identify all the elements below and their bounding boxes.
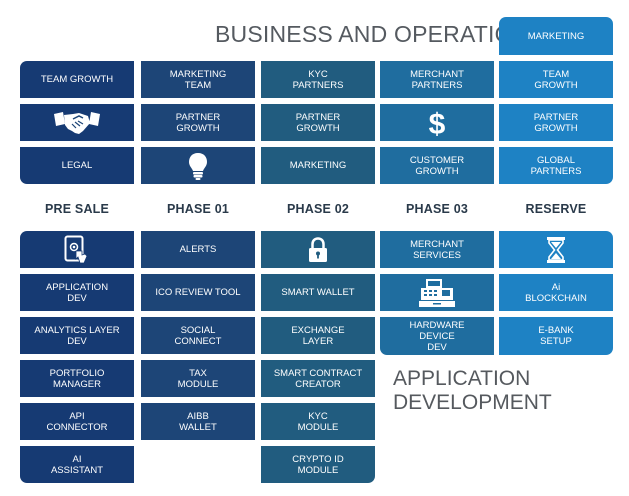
tile-handshake bbox=[20, 104, 134, 141]
lock-icon bbox=[309, 236, 327, 262]
tablet-touch-icon bbox=[64, 235, 88, 263]
tile-smart-wallet: SMART WALLET bbox=[261, 274, 375, 311]
cash-register-icon bbox=[419, 278, 455, 307]
tile-lightbulb bbox=[141, 147, 255, 184]
tile-hardware-device-dev: HARDWARE DEVICE DEV bbox=[380, 317, 494, 355]
tile-smart-contract-creator: SMART CONTRACT CREATOR bbox=[261, 360, 375, 397]
tile-exchange-layer: EXCHANGE LAYER bbox=[261, 317, 375, 354]
phase-pre-sale: PRE SALE bbox=[44, 202, 110, 216]
phase-01: PHASE 01 bbox=[166, 202, 230, 216]
tile-ico-review-tool: ICO REVIEW TOOL bbox=[141, 274, 255, 311]
tile-application-dev: APPLICATION DEV bbox=[20, 274, 134, 311]
application-development-label: APPLICATION DEVELOPMENT bbox=[393, 367, 552, 414]
section-title: BUSINESS AND OPERATIONS bbox=[215, 21, 546, 47]
tile-tablet bbox=[20, 231, 134, 268]
tile-merchant-partners: MERCHANT PARTNERS bbox=[380, 61, 494, 98]
tile-partner-growth-2: PARTNER GROWTH bbox=[261, 104, 375, 141]
phase-03: PHASE 03 bbox=[405, 202, 469, 216]
tile-marketing-team: MARKETING TEAM bbox=[141, 61, 255, 98]
phase-reserve: RESERVE bbox=[525, 202, 587, 216]
tile-analytics-layer-dev: ANALYTICS LAYER DEV bbox=[20, 317, 134, 354]
tile-api-connector: API CONNECTOR bbox=[20, 403, 134, 440]
tile-team-growth-2: TEAM GROWTH bbox=[499, 61, 613, 98]
dollar-icon: $ bbox=[429, 108, 446, 138]
tile-marketing: MARKETING bbox=[261, 147, 375, 184]
tile-crypto-id-module: CRYPTO ID MODULE bbox=[261, 446, 375, 483]
tile-legal: LEGAL bbox=[20, 147, 134, 184]
tile-kyc-partners: KYC PARTNERS bbox=[261, 61, 375, 98]
handshake-icon bbox=[54, 111, 100, 134]
hourglass-icon bbox=[547, 236, 565, 263]
tile-merchant-services: MERCHANT SERVICES bbox=[380, 231, 494, 268]
tile-partner-growth: PARTNER GROWTH bbox=[141, 104, 255, 141]
tile-alerts: ALERTS bbox=[141, 231, 255, 268]
tile-global-partners: GLOBAL PARTNERS bbox=[499, 147, 613, 184]
marketing-tag: MARKETING bbox=[499, 17, 613, 55]
tile-hourglass bbox=[499, 231, 613, 268]
tile-partner-growth-3: PARTNER GROWTH bbox=[499, 104, 613, 141]
tile-ai-blockchain: Ai BLOCKCHAIN bbox=[499, 274, 613, 311]
tile-social-connect: SOCIAL CONNECT bbox=[141, 317, 255, 354]
tile-kyc-module: KYC MODULE bbox=[261, 403, 375, 440]
tile-cash-register bbox=[380, 274, 494, 311]
tile-lock bbox=[261, 231, 375, 268]
tile-dollar: $ bbox=[380, 104, 494, 141]
tile-e-bank-setup: E-BANK SETUP bbox=[499, 317, 613, 355]
tile-aibb-wallet: AIBB WALLET bbox=[141, 403, 255, 440]
svg-text:$: $ bbox=[429, 108, 446, 138]
tile-ai-assistant: AI ASSISTANT bbox=[20, 446, 134, 483]
tile-tax-module: TAX MODULE bbox=[141, 360, 255, 397]
tile-team-growth: TEAM GROWTH bbox=[20, 61, 134, 98]
tile-portfolio-manager: PORTFOLIO MANAGER bbox=[20, 360, 134, 397]
lightbulb-icon bbox=[189, 152, 207, 180]
tile-customer-growth: CUSTOMER GROWTH bbox=[380, 147, 494, 184]
phase-02: PHASE 02 bbox=[286, 202, 350, 216]
